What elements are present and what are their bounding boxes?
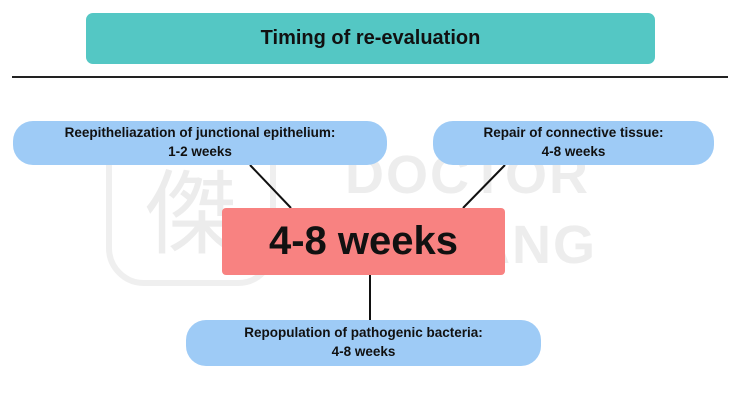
diagram-title: Timing of re-evaluation: [260, 27, 481, 49]
watermark-seal-glyph: 傑: [144, 160, 237, 268]
node-connective-tissue: Repair of connective tissue: 4-8 weeks: [433, 121, 714, 165]
node-junctional-epithelium: Reepitheliazation of junctional epitheli…: [13, 121, 387, 165]
title-divider: [12, 76, 728, 78]
connector-left: [249, 164, 292, 209]
center-label: 4-8 weeks: [268, 219, 459, 263]
node-right-line1: Repair of connective tissue:: [483, 125, 664, 141]
node-left-line2: 1-2 weeks: [168, 144, 232, 159]
center-node: 4-8 weeks: [222, 208, 505, 275]
node-left-line1: Reepitheliazation of junctional epitheli…: [64, 125, 336, 141]
node-right-line2: 4-8 weeks: [541, 144, 606, 159]
watermark-seal-icon: 傑: [106, 126, 276, 286]
node-pathogenic-bacteria: Repopulation of pathogenic bacteria: 4-8…: [186, 320, 541, 366]
title-banner: Timing of re-evaluation: [86, 13, 655, 64]
node-bottom-line2: 4-8 weeks: [331, 344, 396, 359]
node-bottom-line1: Repopulation of pathogenic bacteria:: [244, 325, 483, 341]
connector-right: [462, 164, 506, 209]
